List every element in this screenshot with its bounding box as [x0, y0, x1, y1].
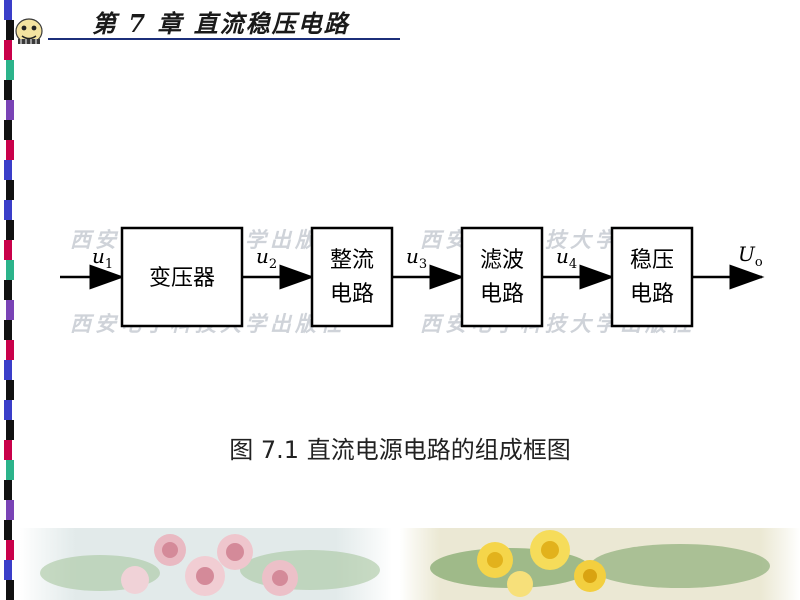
- rectifier-block: [310, 226, 394, 328]
- signal-label: Uo: [738, 242, 763, 270]
- block-label: 电路: [330, 282, 374, 307]
- block-label: 稳压: [630, 248, 674, 273]
- stripe-segment: [6, 180, 14, 200]
- stripe-segment: [6, 580, 14, 600]
- stripe-segment: [6, 420, 14, 440]
- stripe-segment: [4, 0, 12, 20]
- block-label: 电路: [630, 282, 674, 307]
- stripe-segment: [4, 520, 12, 540]
- stripe-segment: [4, 360, 12, 380]
- stripe-segment: [6, 340, 14, 360]
- rose-bouquet-image: [20, 528, 392, 600]
- stripe-segment: [6, 100, 14, 120]
- stripe-segment: [6, 540, 14, 560]
- filter-block: [460, 226, 544, 328]
- stripe-segment: [4, 320, 12, 340]
- stripe-segment: [6, 300, 14, 320]
- stripe-segment: [6, 140, 14, 160]
- block-label: 电路: [480, 282, 524, 307]
- stripe-segment: [6, 60, 14, 80]
- yellow-rose-image: [400, 528, 800, 600]
- stripe-segment: [6, 260, 14, 280]
- figure-caption: 图 7.1 直流电源电路的组成框图: [229, 436, 571, 464]
- stripe-segment: [4, 480, 12, 500]
- left-decorative-stripe: [0, 0, 14, 600]
- stripe-segment: [6, 500, 14, 520]
- stripe-segment: [4, 80, 12, 100]
- stripe-segment: [6, 20, 14, 40]
- block-label: 整流: [330, 248, 374, 273]
- stripe-segment: [4, 120, 12, 140]
- stripe-segment: [4, 560, 12, 580]
- stripe-segment: [6, 380, 14, 400]
- regulator-block: [610, 226, 694, 328]
- header-rule: [48, 38, 400, 40]
- stripe-segment: [4, 40, 12, 60]
- cartoon-face-icon: [15, 18, 43, 44]
- stripe-segment: [4, 240, 12, 260]
- stripe-segment: [4, 440, 12, 460]
- stripe-segment: [6, 220, 14, 240]
- stripe-segment: [4, 280, 12, 300]
- chapter-title: 第 7 章 直流稳压电路: [92, 9, 350, 38]
- block-diagram: 西安电子科技大学出版社 西安电子科技大学出版社 西安电子科技大学出版社 西安电子…: [60, 226, 765, 335]
- transformer-block: [120, 226, 244, 328]
- block-label: 变压器: [149, 266, 215, 291]
- stripe-segment: [4, 400, 12, 420]
- stripe-segment: [6, 460, 14, 480]
- stripe-segment: [4, 200, 12, 220]
- stripe-segment: [4, 160, 12, 180]
- block-label: 滤波: [480, 248, 524, 273]
